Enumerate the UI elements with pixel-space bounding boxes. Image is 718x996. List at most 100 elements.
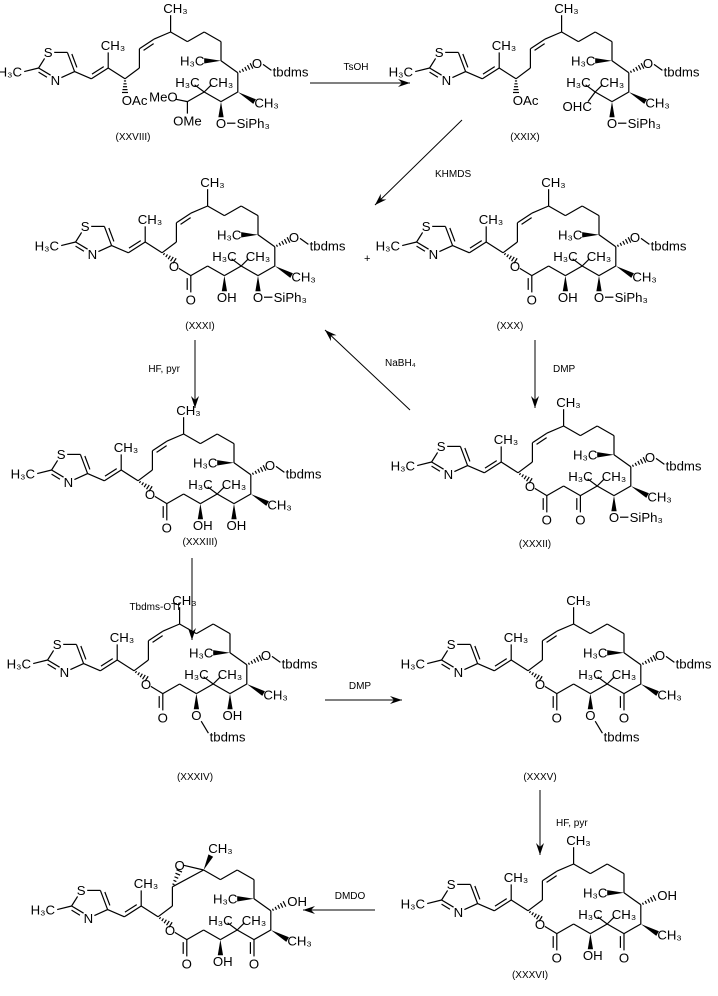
hash-bond bbox=[652, 655, 657, 661]
wedge-bond bbox=[274, 266, 293, 278]
oxygen-label: O bbox=[643, 56, 653, 71]
methyl-label: H₃C bbox=[553, 249, 578, 264]
methyl-label: CH₃ bbox=[110, 630, 134, 645]
bond bbox=[623, 652, 642, 666]
reagent-label: HF, pyr bbox=[148, 364, 180, 375]
hash-bond bbox=[641, 662, 644, 665]
wedge-bond bbox=[213, 650, 231, 656]
bond bbox=[598, 234, 617, 248]
triphenylsilyl-label: SiPh₃ bbox=[237, 116, 270, 131]
methyl-label: CH₃ bbox=[101, 38, 125, 53]
bond bbox=[166, 493, 184, 505]
bond bbox=[61, 241, 76, 247]
triphenylsilyl-label: SiPh₃ bbox=[274, 290, 307, 305]
double-bond-inner bbox=[429, 71, 439, 78]
double-bond-inner bbox=[469, 240, 483, 249]
double-bond bbox=[128, 241, 146, 254]
methyl-label: H₃C bbox=[558, 228, 583, 243]
ketone-oxygen: O bbox=[575, 512, 585, 527]
methyl-label: CH₃ bbox=[600, 75, 624, 90]
bond bbox=[427, 899, 442, 905]
hash-bond bbox=[174, 876, 179, 879]
bond bbox=[606, 916, 615, 925]
arrow-head-icon bbox=[536, 843, 544, 855]
hydroxyl-label: OH bbox=[213, 954, 233, 969]
bond bbox=[212, 683, 231, 695]
wedge-bond bbox=[582, 232, 599, 238]
triphenylsilyl-label: SiPh₃ bbox=[615, 290, 648, 305]
acetate-label: OAc bbox=[122, 93, 148, 108]
wedge-bond bbox=[221, 275, 228, 292]
carbonyl-oxygen: O bbox=[186, 292, 196, 307]
methyl-label: H₃C bbox=[212, 249, 237, 264]
ester-oxygen: O bbox=[169, 259, 179, 274]
hash-bond bbox=[165, 254, 168, 258]
wedge-bond bbox=[217, 460, 235, 466]
ester-oxygen: O bbox=[145, 487, 155, 502]
nitrogen-atom: N bbox=[84, 911, 94, 926]
bond bbox=[257, 234, 276, 248]
bond bbox=[598, 265, 617, 277]
methyl-label: H₃C bbox=[217, 228, 242, 243]
hash-bond bbox=[168, 921, 173, 928]
bond bbox=[236, 869, 255, 881]
bond bbox=[51, 460, 59, 471]
bond bbox=[606, 923, 625, 935]
bond bbox=[441, 650, 449, 661]
hash-bond bbox=[163, 919, 167, 924]
bond bbox=[207, 265, 225, 277]
bond bbox=[154, 495, 168, 505]
double-bond bbox=[75, 241, 88, 250]
methyl-label: CH₃ bbox=[541, 175, 565, 190]
double-bond bbox=[99, 890, 109, 910]
bond bbox=[556, 923, 574, 935]
double-bond bbox=[431, 461, 444, 470]
bond bbox=[477, 903, 495, 912]
methyl-label: CH₃ bbox=[556, 395, 580, 410]
methyl-label: H₃C bbox=[583, 886, 608, 901]
double-bond bbox=[517, 212, 533, 224]
hash-bond bbox=[513, 257, 518, 264]
hash-bond bbox=[279, 902, 284, 908]
wedge-bond bbox=[255, 275, 261, 292]
bond bbox=[233, 462, 252, 476]
methyl-label: CH₃ bbox=[134, 876, 158, 891]
double-bond-inner bbox=[51, 473, 61, 480]
bond bbox=[71, 896, 79, 907]
double-bond bbox=[469, 644, 479, 664]
hash-bond bbox=[503, 252, 507, 256]
bond bbox=[216, 433, 235, 445]
arrow-head-icon bbox=[390, 696, 402, 704]
bond bbox=[111, 245, 129, 254]
hash-bond bbox=[247, 662, 250, 665]
double-bond-inner bbox=[152, 635, 163, 643]
wedge-bond bbox=[587, 933, 594, 950]
hash-bond bbox=[286, 237, 291, 243]
bond bbox=[452, 71, 466, 79]
methyl-label: H₃C bbox=[391, 458, 416, 473]
tbdms-label: tbdms bbox=[664, 64, 700, 79]
hydroxyl-label: OH bbox=[193, 518, 213, 533]
bond bbox=[183, 493, 201, 505]
wedge-bond bbox=[246, 684, 265, 696]
wedge-bond bbox=[640, 924, 659, 936]
double-bond bbox=[542, 630, 558, 642]
bond bbox=[527, 899, 543, 912]
hash-bond bbox=[649, 656, 654, 662]
hash-bond bbox=[148, 485, 153, 492]
bond bbox=[137, 469, 153, 482]
arrow-head-icon bbox=[303, 906, 315, 914]
methyl-label: CH₃ bbox=[492, 38, 516, 53]
arrow-head-icon bbox=[325, 330, 337, 342]
hash-bond bbox=[521, 474, 524, 478]
hash-bond bbox=[158, 916, 162, 920]
hash-bond bbox=[170, 256, 174, 262]
methyl-label: CH₃ bbox=[291, 270, 315, 285]
methyl-label: H₃C bbox=[401, 896, 426, 911]
bond bbox=[216, 486, 225, 495]
methyl-label: H₃C bbox=[568, 469, 593, 484]
bond bbox=[98, 245, 112, 253]
hash-bond bbox=[528, 670, 532, 674]
double-bond-inner bbox=[80, 645, 87, 660]
